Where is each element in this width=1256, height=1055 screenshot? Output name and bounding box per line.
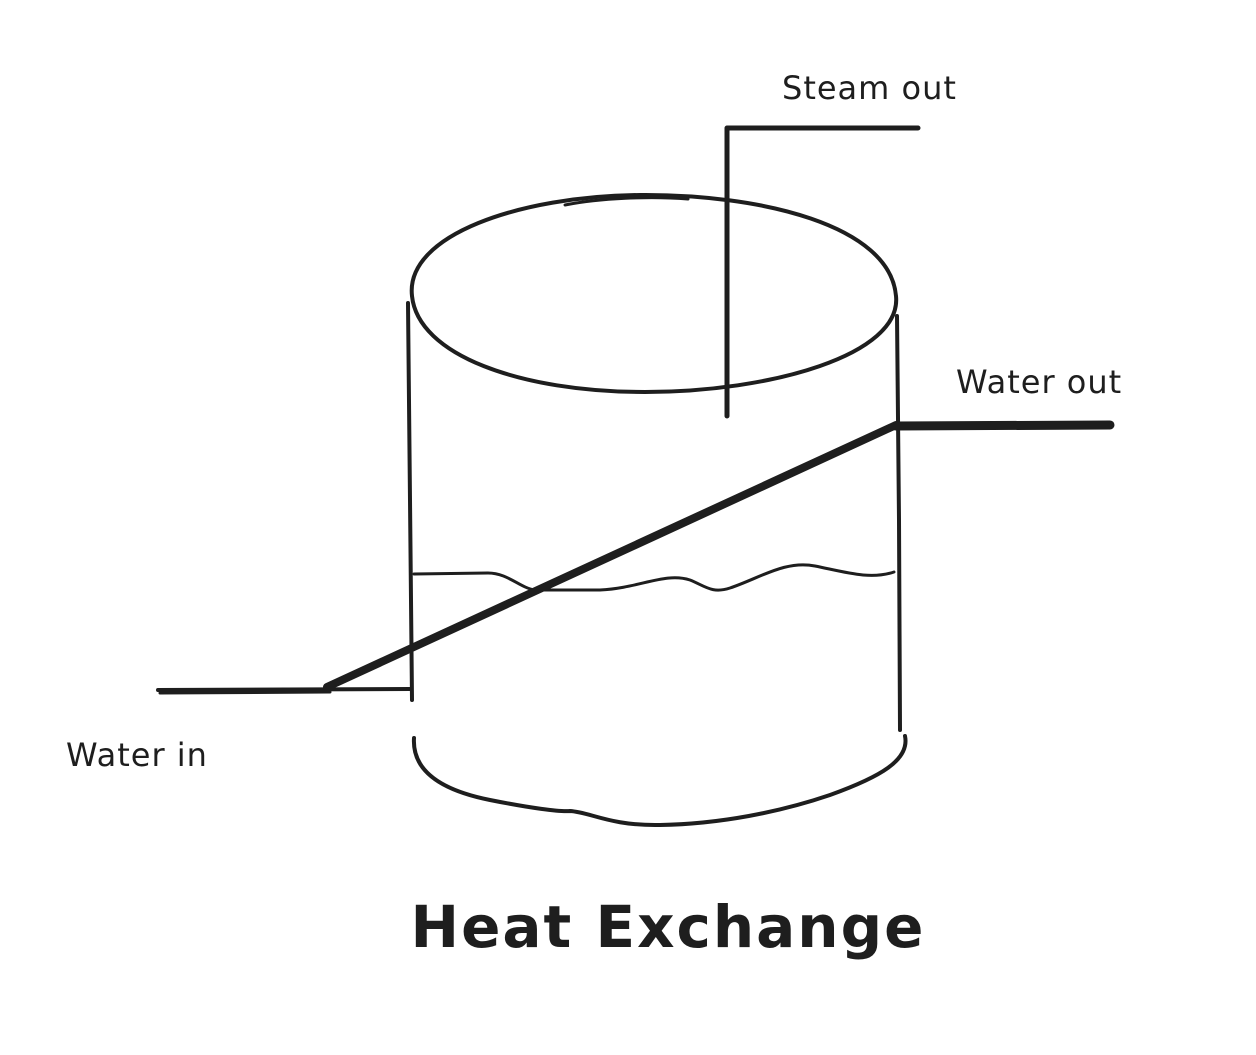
steam-out-pipe — [724, 125, 921, 419]
water-out-label: Water out — [956, 363, 1123, 401]
tank-top-ellipse — [409, 192, 899, 394]
tank-bottom — [411, 734, 908, 828]
steam-out-label: Steam out — [782, 69, 957, 107]
tank-right-wall — [895, 314, 902, 732]
water-out-pipe — [891, 420, 1115, 431]
water-pipe-diagonal — [323, 421, 900, 691]
tank-top-ellipse-detail — [563, 196, 690, 207]
diagram-title: Heat Exchange — [410, 893, 926, 961]
water-surface — [412, 563, 896, 592]
water-in-label: Water in — [66, 736, 208, 774]
tank-left-wall — [406, 301, 414, 702]
water-in-pipe — [156, 687, 412, 692]
water-in-pipe-inner — [158, 690, 332, 695]
